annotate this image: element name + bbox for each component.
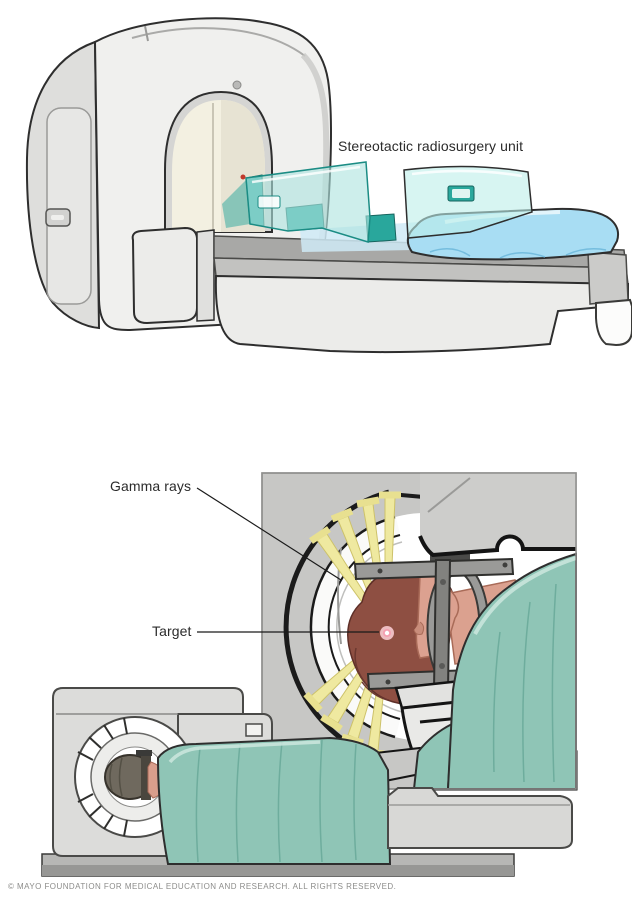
detail-panel (261, 472, 578, 791)
machine-cover (418, 473, 576, 558)
label-stereotactic-unit: Stereotactic radiosurgery unit (338, 138, 524, 154)
gamma-ray-cutaway-illustration (41, 472, 578, 877)
label-target: Target (152, 623, 192, 639)
label-gamma-rays: Gamma rays (110, 478, 192, 494)
couch-shields (222, 161, 533, 243)
stereotactic-unit-illustration (25, 17, 632, 354)
small-blanket (156, 736, 392, 865)
copyright-notice: © MAYO FOUNDATION FOR MEDICAL EDUCATION … (8, 882, 397, 891)
small-couch (387, 787, 573, 849)
patient-couch (213, 161, 632, 354)
detail-blanket (412, 552, 577, 790)
patient-ear (413, 621, 425, 635)
gamma-rays-leader-line (196, 487, 342, 581)
side-handle (45, 208, 71, 227)
couch-latch-dot (240, 174, 246, 180)
target-marker (380, 626, 394, 640)
gantry-dot (232, 80, 242, 90)
small-machine (41, 687, 573, 877)
